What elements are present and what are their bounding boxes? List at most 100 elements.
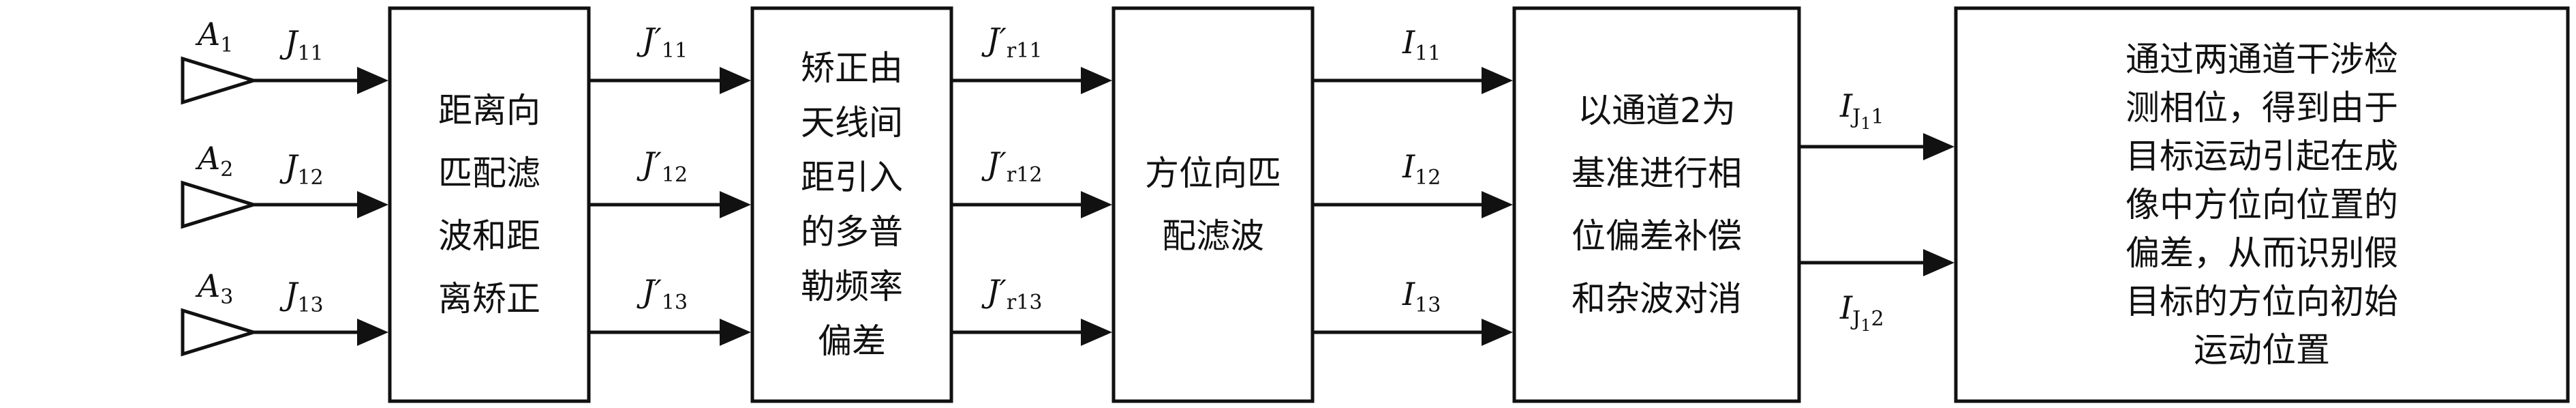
antenna-label-subscript: 3 bbox=[220, 285, 233, 309]
input-signal-label: J11 bbox=[279, 24, 324, 65]
input-signal-label-main: J bbox=[279, 148, 299, 185]
antenna-label: A3 bbox=[195, 267, 233, 309]
block-range bbox=[388, 6, 591, 403]
doppler-out-label-main: J′ bbox=[981, 21, 1007, 58]
input-signal-label-subscript: 13 bbox=[297, 293, 323, 317]
range-out-label: J′13 bbox=[637, 273, 688, 315]
azimuth-out-label-main: I bbox=[1402, 148, 1415, 185]
range-out-label-main: J′ bbox=[637, 273, 662, 310]
azimuth-out-label-main: I bbox=[1402, 24, 1415, 61]
input-signal-label-subscript: 11 bbox=[297, 42, 323, 65]
range-out-label-subscript: 11 bbox=[662, 39, 688, 63]
doppler-out-label: J′r12 bbox=[981, 145, 1042, 187]
block-doppler-line: 偏差 bbox=[818, 321, 886, 361]
antenna-label: A1 bbox=[195, 16, 233, 57]
block-doppler-line: 的多普 bbox=[801, 212, 903, 252]
block-detect-line: 目标运动引起在成 bbox=[2126, 136, 2398, 176]
range-out-label-subscript: 12 bbox=[662, 163, 688, 187]
doppler-out-arrow-arrowhead bbox=[1081, 319, 1112, 346]
phase-out-label-subscript: J bbox=[1850, 105, 1860, 129]
block-azimuth-line: 配滤波 bbox=[1162, 216, 1264, 256]
block-detect-line: 像中方位向位置的 bbox=[2126, 185, 2398, 224]
antenna-label-main: A bbox=[195, 16, 220, 53]
block-range-line: 离矫正 bbox=[438, 279, 540, 319]
antenna-icon bbox=[181, 308, 260, 357]
block-phase bbox=[1512, 6, 1801, 403]
block-detect-line: 运动位置 bbox=[2194, 330, 2330, 370]
phase-out-label-main: I bbox=[1839, 289, 1853, 326]
phase-out-label-main: I bbox=[1839, 87, 1853, 124]
block-range-line: 距离向 bbox=[438, 91, 540, 130]
doppler-out-label: J′r11 bbox=[981, 21, 1042, 63]
phase-out-label-subscript: J bbox=[1850, 307, 1860, 331]
azimuth-out-label: I13 bbox=[1402, 276, 1441, 317]
input-signal-label-main: J bbox=[279, 276, 299, 312]
azimuth-out-label-subscript: 11 bbox=[1415, 42, 1441, 65]
azimuth-out-label-main: I bbox=[1402, 276, 1415, 312]
block-phase-line: 以通道2为 bbox=[1578, 91, 1736, 130]
azimuth-out-label: I11 bbox=[1402, 24, 1441, 65]
phase-out-label-subsubscript: 1 bbox=[1860, 114, 1871, 133]
block-range-line: 匹配滤 bbox=[438, 154, 540, 193]
antenna-icon bbox=[181, 56, 260, 105]
doppler-out-label-subscript: r12 bbox=[1007, 163, 1043, 187]
block-detect-line: 通过两通道干涉检 bbox=[2126, 40, 2398, 79]
phase-out-arrow-arrowhead bbox=[1923, 249, 1954, 276]
range-out-label: J′12 bbox=[637, 145, 688, 187]
range-out-label-main: J′ bbox=[637, 21, 662, 58]
block-doppler bbox=[750, 6, 953, 403]
doppler-out-arrow-arrowhead bbox=[1081, 67, 1112, 94]
range-out-arrow-arrowhead bbox=[720, 67, 751, 94]
range-out-label-main: J′ bbox=[637, 145, 662, 182]
block-detect bbox=[1954, 6, 2570, 403]
block-detect-line: 测相位，得到由于 bbox=[2126, 88, 2398, 128]
phase-out-label: IJ12 bbox=[1839, 289, 1884, 335]
range-out-label: J′11 bbox=[637, 21, 688, 63]
phase-out-label: IJ11 bbox=[1839, 87, 1884, 133]
input-signal-label-main: J bbox=[279, 24, 299, 61]
azimuth-out-label-subscript: 12 bbox=[1415, 166, 1441, 190]
block-doppler-line: 天线间 bbox=[801, 103, 903, 143]
block-detect-line: 偏差，从而识别假 bbox=[2126, 233, 2398, 273]
range-out-arrow-arrowhead bbox=[720, 191, 751, 218]
input-arrow-arrowhead bbox=[357, 67, 388, 94]
block-doppler-line: 距引入 bbox=[801, 158, 903, 197]
azimuth-out-label-subscript: 13 bbox=[1415, 293, 1441, 317]
doppler-out-label-subscript: r13 bbox=[1007, 291, 1043, 315]
block-detect-line: 目标的方位向初始 bbox=[2126, 282, 2398, 321]
block-azimuth bbox=[1111, 6, 1315, 403]
input-signal-label: J13 bbox=[279, 276, 324, 317]
doppler-out-label-subscript: r11 bbox=[1007, 39, 1043, 63]
range-out-label-subscript: 13 bbox=[662, 291, 688, 315]
azimuth-out-arrow-arrowhead bbox=[1482, 67, 1513, 94]
phase-out-label-subscript-2: 2 bbox=[1871, 307, 1884, 331]
block-phase-line: 和杂波对消 bbox=[1571, 279, 1742, 319]
doppler-out-label-main: J′ bbox=[981, 273, 1007, 310]
antenna-label-subscript: 1 bbox=[220, 33, 233, 57]
block-doppler-line: 矫正由 bbox=[801, 48, 903, 88]
antenna-icon bbox=[181, 180, 260, 229]
input-signal-label: J12 bbox=[279, 148, 324, 190]
block-range-line: 波和距 bbox=[438, 216, 540, 256]
phase-out-label-subsubscript: 1 bbox=[1860, 316, 1871, 335]
antenna-label: A2 bbox=[195, 140, 233, 181]
antenna-label-subscript: 2 bbox=[220, 158, 233, 181]
azimuth-out-label: I12 bbox=[1402, 148, 1441, 190]
phase-out-label-subscript-2: 1 bbox=[1871, 105, 1884, 129]
doppler-out-label-main: J′ bbox=[981, 145, 1007, 182]
azimuth-out-arrow-arrowhead bbox=[1482, 191, 1513, 218]
input-arrow-arrowhead bbox=[357, 319, 388, 346]
input-signal-label-subscript: 12 bbox=[297, 166, 323, 190]
block-azimuth-line: 方位向匹 bbox=[1145, 154, 1281, 193]
range-out-arrow-arrowhead bbox=[720, 319, 751, 346]
phase-out-arrow-arrowhead bbox=[1923, 133, 1954, 160]
antenna-label-main: A bbox=[195, 267, 220, 304]
block-phase-line: 位偏差补偿 bbox=[1571, 216, 1742, 256]
block-doppler-line: 勒频率 bbox=[801, 267, 903, 306]
block-phase-line: 基准进行相 bbox=[1571, 154, 1742, 193]
doppler-out-arrow-arrowhead bbox=[1081, 191, 1112, 218]
antenna-label-main: A bbox=[195, 140, 220, 177]
doppler-out-label: J′r13 bbox=[981, 273, 1042, 315]
input-arrow-arrowhead bbox=[357, 191, 388, 218]
